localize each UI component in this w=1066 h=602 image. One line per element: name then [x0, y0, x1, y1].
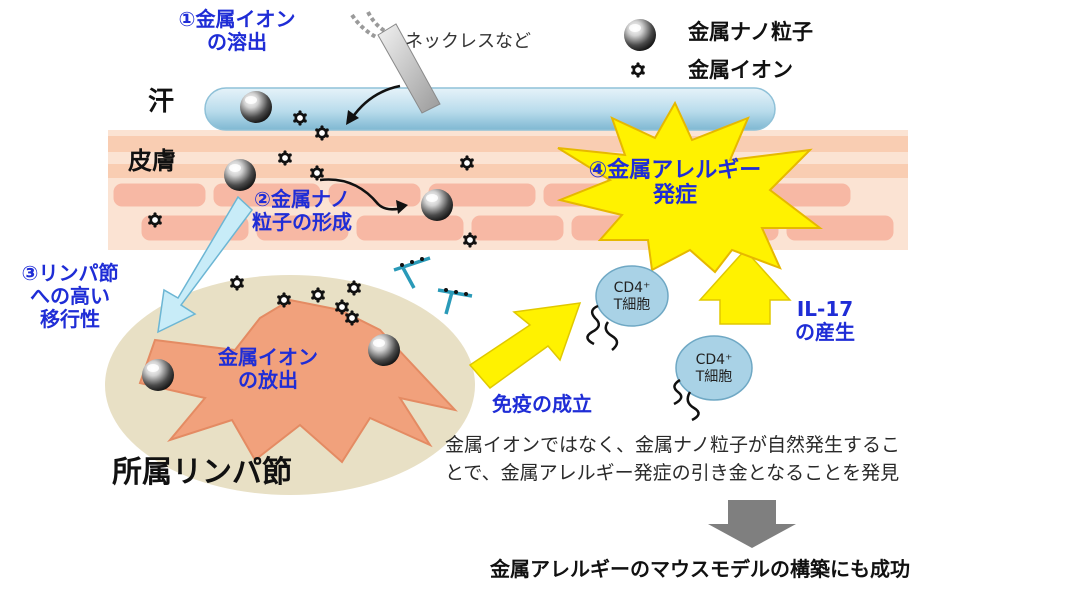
- tcell-1: [586, 265, 669, 351]
- necklace-pendant: [350, 11, 441, 114]
- immunity-arrow: [468, 302, 582, 390]
- step4-line1: ④金属アレルギー: [588, 158, 762, 183]
- step3-line1: ③リンパ節: [21, 261, 119, 285]
- tcell1-line2: T細胞: [613, 296, 651, 313]
- migration-arrow: [157, 195, 254, 334]
- step2-line1: ②金属ナノ: [254, 187, 350, 211]
- conclusion-text: 金属アレルギーのマウスモデルの構築にも成功: [490, 557, 910, 581]
- il17-line2: の産生: [795, 320, 855, 344]
- tcell2-line2: T細胞: [695, 368, 733, 385]
- legend-ion-label: 金属イオン: [688, 58, 793, 82]
- il17-arrow: [698, 248, 792, 325]
- il17-label: IL-17 の産生: [780, 298, 870, 344]
- step2-label: ②金属ナノ 粒子の形成: [232, 188, 372, 234]
- step2-line2: 粒子の形成: [252, 210, 352, 234]
- step4-label: ④金属アレルギー 発症: [560, 158, 790, 209]
- step1-label: ①金属イオン の溶出: [162, 8, 312, 54]
- sweat-layer: [204, 87, 776, 131]
- immunity-established-label: 免疫の成立: [492, 392, 592, 416]
- finding-caption-line2: とで、金属アレルギー発症の引き金となることを発見: [445, 461, 900, 484]
- necklace-label: ネックレスなど: [405, 31, 531, 52]
- step1-line2: の溶出: [207, 30, 267, 54]
- step1-line1: ①金属イオン: [178, 7, 296, 31]
- allergy-burst: [556, 100, 823, 274]
- finding-caption: 金属イオンではなく、金属ナノ粒子が自然発生するこ とで、金属アレルギー発症の引き…: [445, 432, 900, 487]
- il17-line1: IL-17: [796, 297, 854, 321]
- step3-line3: 移行性: [40, 307, 100, 331]
- ion-release-line1: 金属イオン: [218, 345, 318, 369]
- tcell2-line1: CD4⁺: [695, 352, 733, 368]
- step4-line2: 発症: [652, 183, 697, 209]
- tcell-2: [673, 335, 753, 422]
- legend-nanoparticle-label: 金属ナノ粒子: [688, 20, 813, 44]
- lymph-node-label: 所属リンパ節: [112, 455, 292, 490]
- ion-release-line2: の放出: [238, 368, 298, 392]
- step3-line2: への高い: [30, 284, 110, 308]
- finding-caption-line1: 金属イオンではなく、金属ナノ粒子が自然発生するこ: [445, 434, 901, 456]
- tcell1-line1: CD4⁺: [613, 280, 651, 296]
- step3-label: ③リンパ節 への高い 移行性: [10, 262, 130, 331]
- ion-release-label: 金属イオン の放出: [198, 346, 338, 392]
- sweat-label: 汗: [148, 87, 175, 117]
- tcell2-label: CD4⁺ T細胞: [680, 352, 748, 386]
- skin-label: 皮膚: [128, 147, 176, 175]
- tcell1-label: CD4⁺ T細胞: [598, 280, 666, 314]
- down-arrow: [708, 500, 796, 548]
